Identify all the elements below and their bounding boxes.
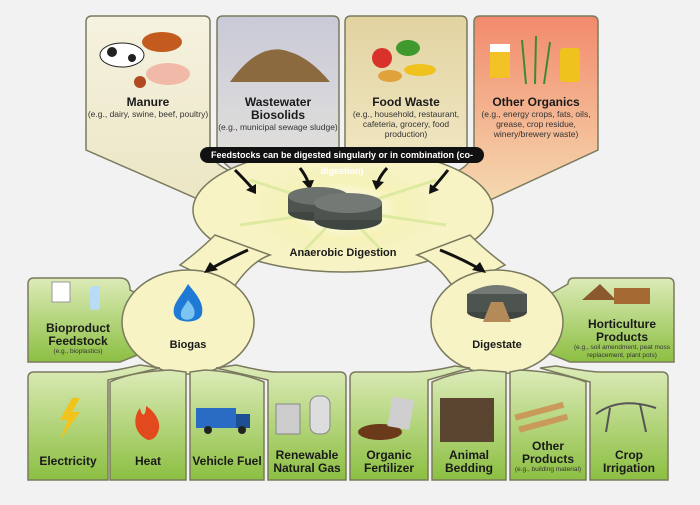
other-organics-examples: (e.g., energy crops, fats, oils, grease,… <box>481 109 591 139</box>
horticulture-examples: (e.g., soil amendment, peat moss replace… <box>573 344 671 359</box>
livestock-icon <box>99 32 190 88</box>
anaerobic-digestion-label: Anaerobic Digestion <box>289 247 397 259</box>
horticulture-pots-icon <box>582 284 650 304</box>
crop-irrigation-panel <box>539 365 669 481</box>
other-products-examples: (e.g., building material) <box>514 466 582 473</box>
other-products-label: Other Products <box>521 439 574 466</box>
animal-bedding-icon <box>440 398 494 442</box>
truck-icon <box>196 408 250 434</box>
bioproduct-title: Bioproduct Feedstock <box>46 321 110 348</box>
animal-bedding-label: Animal Bedding <box>445 448 493 475</box>
flame-icon <box>173 284 203 322</box>
food-waste-examples: (e.g., household, restaurant, cafeteria,… <box>352 109 460 139</box>
food-waste-icon <box>372 40 436 82</box>
biosolids-pile-icon <box>230 49 330 82</box>
biosolids-examples: (e.g., municipal sewage sludge) <box>218 122 338 132</box>
biogas-area <box>121 269 255 375</box>
biogas-label: Biogas <box>169 339 207 351</box>
horticulture-title: Horticulture Products <box>587 317 656 344</box>
bioproduct-icon <box>51 281 100 310</box>
other-organics-icon <box>490 35 580 85</box>
crop-irrigation-label: Crop Irrigation <box>602 448 655 475</box>
rng-label: Renewable Natural Gas <box>273 448 341 475</box>
gas-facility-icon <box>275 395 331 435</box>
fire-icon <box>135 406 160 440</box>
lumber-icon <box>514 401 569 433</box>
vehicle-fuel-label: Vehicle Fuel <box>192 454 262 468</box>
fertilizer-icon <box>358 396 415 440</box>
manure-examples: (e.g., dairy, swine, beef, poultry) <box>87 109 209 119</box>
biosolids-title: Wastewater Biosolids <box>244 95 312 122</box>
co-digestion-banner: Feedstocks can be digested singularly or… <box>200 147 484 176</box>
digester-tanks-icon <box>288 187 382 230</box>
digestate-label: Digestate <box>472 339 522 351</box>
electricity-label: Electricity <box>39 454 97 468</box>
heat-label: Heat <box>134 454 161 468</box>
food-waste-title: Food Waste <box>372 95 440 109</box>
irrigation-icon <box>595 402 657 433</box>
lightning-icon <box>60 398 80 440</box>
digestate-tank-icon <box>467 285 527 322</box>
manure-title: Manure <box>126 95 170 109</box>
flow-arrows <box>204 167 486 273</box>
bioproduct-examples: (e.g., bioplastics) <box>53 348 103 355</box>
organic-fertilizer-label: Organic Fertilizer <box>363 448 414 475</box>
other-organics-title: Other Organics <box>492 95 580 109</box>
electricity-panel <box>27 364 161 481</box>
